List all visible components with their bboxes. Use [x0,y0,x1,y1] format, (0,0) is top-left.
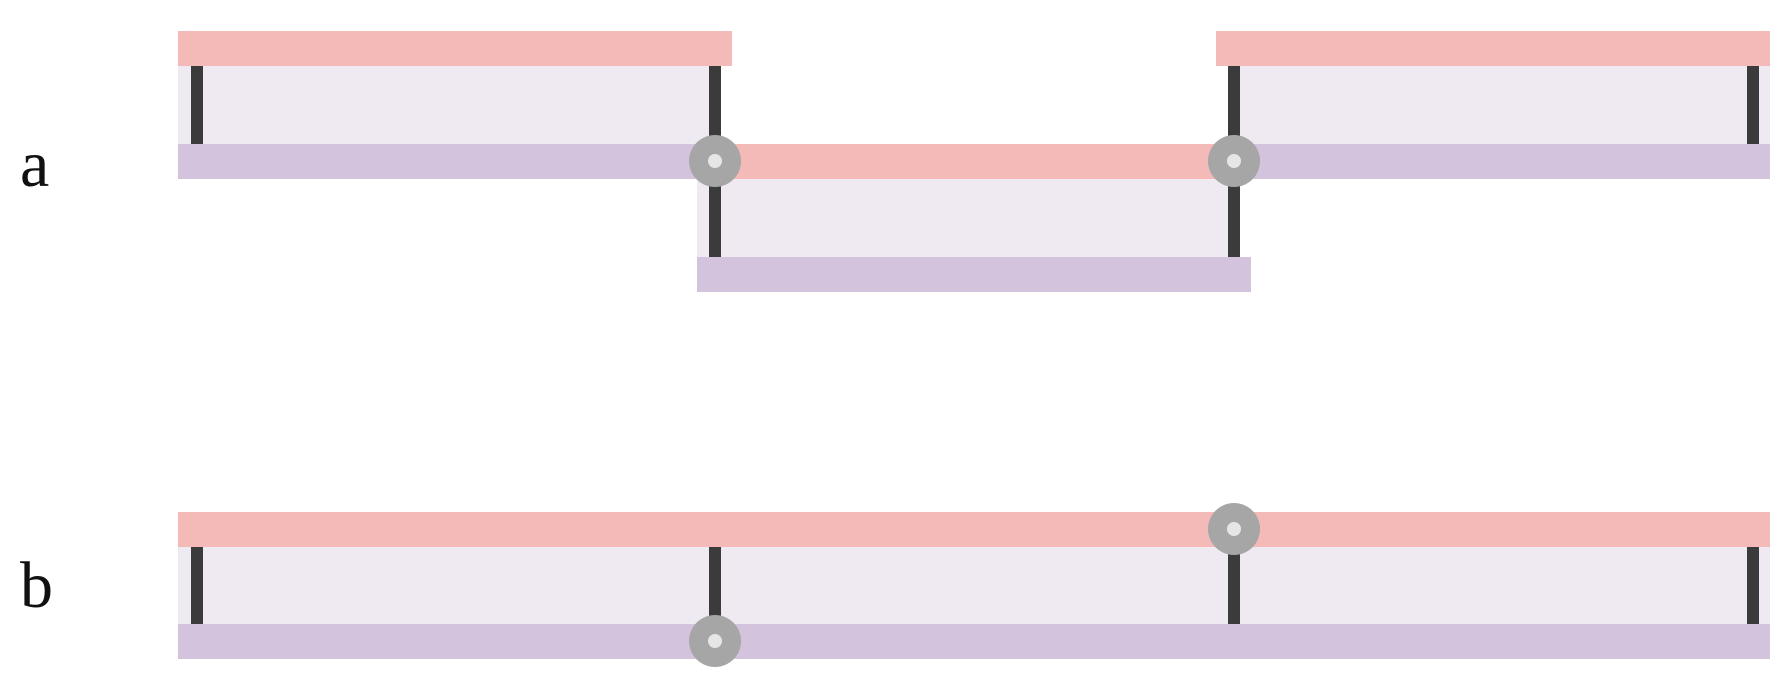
panel-a: a [20,31,1770,292]
panel-a-rung-3 [709,179,721,257]
panel-a-segment-3-fill [1232,66,1770,144]
panel-a-segment-3-top-strand [1216,31,1770,66]
panel-a-segment-1-top-strand [178,31,732,66]
panel-b-label: b [20,549,53,622]
panel-b-rung-4 [1747,547,1759,624]
panel-b-fill [178,547,1770,624]
panel-a-junction-node-1 [689,135,741,187]
panel-a-junction-node-2 [1208,135,1260,187]
panel-b-rung-3 [1228,547,1240,624]
panel-a-rung-6 [1747,66,1759,144]
panel-b-top-strand [178,512,1770,547]
panel-a-rung-2 [709,66,721,144]
panel-a-segment-3-bottom-strand [1232,144,1770,179]
panel-b-bottom-strand [178,624,1770,659]
panel-b-node-bottom-strand [689,615,741,667]
panel-a-segment-1-bottom-strand [178,144,732,179]
panel-a-rung-5 [1228,66,1240,144]
panel-a-segment-2-top-strand [697,144,1251,179]
panel-a-label: a [20,128,49,201]
panel-b: b [20,503,1770,667]
panel-a-segment-2-bottom-strand [697,257,1251,292]
panel-a-segment-1-fill [178,66,716,144]
panel-b-node-top-strand [1208,503,1260,555]
panel-a-rung-4 [1228,179,1240,257]
panel-a-segment-2-fill [697,179,1235,257]
panel-b-rung-2 [709,547,721,624]
panel-a-rung-1 [191,66,203,144]
panel-b-rung-1 [191,547,203,624]
